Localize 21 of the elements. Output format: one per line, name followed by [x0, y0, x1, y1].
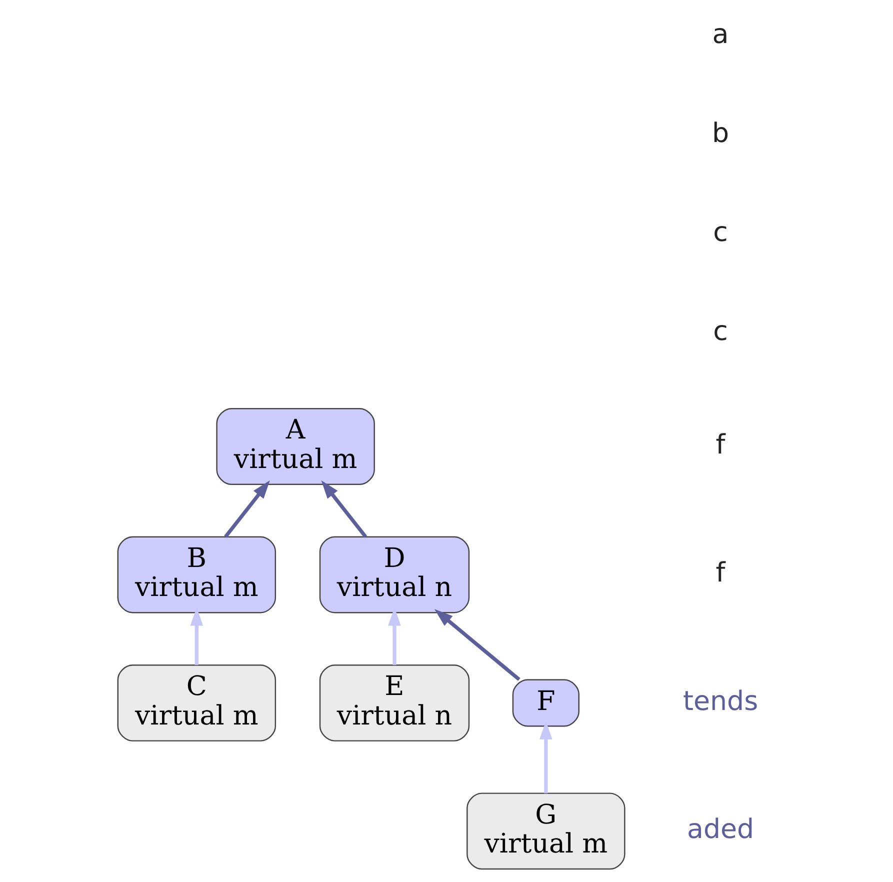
arrow — [190, 607, 203, 665]
label: a — [712, 19, 728, 50]
node-box: C virtual m — [116, 664, 276, 742]
arrow — [388, 607, 400, 665]
label: b — [712, 118, 729, 149]
node-box: B virtual m — [116, 536, 276, 614]
node-box: A virtual m — [216, 408, 374, 485]
arrow — [538, 720, 552, 794]
arrow — [320, 480, 367, 538]
label: aded — [686, 814, 754, 846]
node-box: D virtual n — [318, 536, 470, 614]
label: c — [712, 316, 728, 347]
label: f — [715, 558, 725, 589]
arrow — [434, 609, 520, 681]
label: c — [712, 216, 728, 248]
node-box: G virtual m — [466, 792, 625, 870]
node-box: E virtual n — [318, 664, 470, 742]
label: tends — [682, 686, 758, 717]
node-box: F — [512, 679, 579, 727]
label: f — [715, 429, 725, 460]
arrow — [224, 480, 270, 538]
